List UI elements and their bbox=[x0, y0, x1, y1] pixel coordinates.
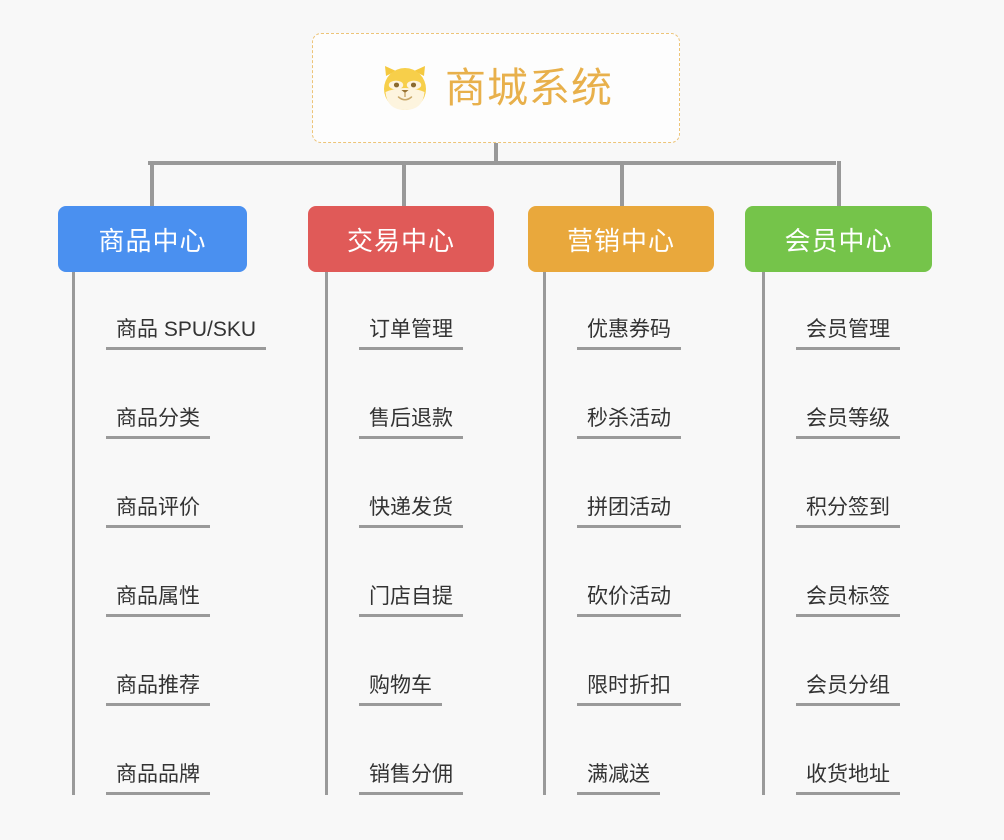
leaf-node[interactable]: 限时折扣 bbox=[577, 674, 681, 706]
branch-header-1[interactable]: 交易中心 bbox=[308, 206, 494, 272]
leaf-node[interactable]: 商品分类 bbox=[106, 407, 210, 439]
leaf-node[interactable]: 优惠券码 bbox=[577, 318, 681, 350]
leaf-label: 商品分类 bbox=[106, 406, 210, 439]
branch-drop-connector-3 bbox=[837, 161, 841, 206]
branch-column-1: 交易中心订单管理售后退款快递发货门店自提购物车销售分佣 bbox=[306, 0, 556, 840]
leaf-label: 商品品牌 bbox=[106, 762, 210, 795]
leaf-label: 商品推荐 bbox=[106, 673, 210, 706]
leaf-node[interactable]: 商品 SPU/SKU bbox=[106, 317, 267, 350]
leaf-label: 积分签到 bbox=[796, 495, 900, 528]
branch-header-label: 会员中心 bbox=[784, 225, 893, 256]
leaf-node[interactable]: 商品属性 bbox=[106, 585, 210, 617]
leaf-label: 商品评价 bbox=[106, 495, 210, 528]
leaf-label: 商品属性 bbox=[106, 584, 210, 617]
leaf-label: 限时折扣 bbox=[577, 673, 681, 706]
leaf-node[interactable]: 购物车 bbox=[359, 674, 442, 706]
horizontal-bus-connector bbox=[148, 161, 836, 165]
branch-drop-connector-1 bbox=[402, 161, 406, 206]
branch-spine-2 bbox=[543, 272, 546, 795]
leaf-node[interactable]: 快递发货 bbox=[359, 496, 463, 528]
leaf-node[interactable]: 砍价活动 bbox=[577, 585, 681, 617]
leaf-label: 门店自提 bbox=[359, 584, 463, 617]
leaf-label: 优惠券码 bbox=[577, 317, 681, 350]
leaf-label: 商品 SPU/SKU bbox=[106, 317, 267, 350]
leaf-label: 拼团活动 bbox=[577, 495, 681, 528]
branch-drop-connector-2 bbox=[620, 161, 624, 206]
branch-header-0[interactable]: 商品中心 bbox=[58, 206, 247, 272]
leaf-label: 销售分佣 bbox=[359, 762, 463, 795]
leaf-node[interactable]: 商品推荐 bbox=[106, 674, 210, 706]
leaf-node[interactable]: 商品评价 bbox=[106, 496, 210, 528]
leaf-node[interactable]: 会员等级 bbox=[796, 407, 900, 439]
leaf-node[interactable]: 会员管理 bbox=[796, 318, 900, 350]
branch-column-3: 会员中心会员管理会员等级积分签到会员标签会员分组收货地址 bbox=[743, 0, 993, 840]
leaf-label: 订单管理 bbox=[359, 317, 463, 350]
leaf-label: 快递发货 bbox=[359, 495, 463, 528]
leaf-label: 会员标签 bbox=[796, 584, 900, 617]
branch-drop-connector-0 bbox=[150, 161, 154, 206]
leaf-label: 售后退款 bbox=[359, 406, 463, 439]
leaf-label: 会员管理 bbox=[796, 317, 900, 350]
leaf-node[interactable]: 收货地址 bbox=[796, 763, 900, 795]
leaf-node[interactable]: 门店自提 bbox=[359, 585, 463, 617]
leaf-node[interactable]: 会员标签 bbox=[796, 585, 900, 617]
shiba-dog-icon bbox=[384, 66, 426, 110]
leaf-node[interactable]: 售后退款 bbox=[359, 407, 463, 439]
branch-column-0: 商品中心商品 SPU/SKU 商品分类商品评价商品属性商品推荐商品品牌 bbox=[56, 0, 306, 840]
leaf-node[interactable]: 拼团活动 bbox=[577, 496, 681, 528]
root-node[interactable]: 商城系统 bbox=[312, 33, 680, 143]
root-title: 商城系统 bbox=[445, 64, 613, 111]
branch-column-2: 营销中心优惠券码秒杀活动拼团活动砍价活动限时折扣满减送 bbox=[526, 0, 776, 840]
branch-spine-1 bbox=[325, 272, 328, 795]
leaf-label: 砍价活动 bbox=[577, 584, 681, 617]
leaf-node[interactable]: 销售分佣 bbox=[359, 763, 463, 795]
branch-header-label: 商品中心 bbox=[98, 225, 207, 256]
branch-spine-0 bbox=[72, 272, 75, 795]
leaf-label: 购物车 bbox=[359, 673, 442, 706]
leaf-label: 收货地址 bbox=[796, 762, 900, 795]
leaf-node[interactable]: 会员分组 bbox=[796, 674, 900, 706]
leaf-node[interactable]: 秒杀活动 bbox=[577, 407, 681, 439]
branch-header-2[interactable]: 营销中心 bbox=[528, 206, 714, 272]
branch-header-label: 交易中心 bbox=[346, 225, 455, 256]
branch-spine-3 bbox=[762, 272, 765, 795]
leaf-label: 秒杀活动 bbox=[577, 406, 681, 439]
leaf-node[interactable]: 积分签到 bbox=[796, 496, 900, 528]
leaf-node[interactable]: 商品品牌 bbox=[106, 763, 210, 795]
leaf-label: 满减送 bbox=[577, 762, 660, 795]
leaf-node[interactable]: 订单管理 bbox=[359, 318, 463, 350]
branch-header-3[interactable]: 会员中心 bbox=[745, 206, 932, 272]
leaf-node[interactable]: 满减送 bbox=[577, 763, 660, 795]
leaf-label: 会员等级 bbox=[796, 406, 900, 439]
leaf-label: 会员分组 bbox=[796, 673, 900, 706]
branch-header-label: 营销中心 bbox=[566, 225, 675, 256]
root-stem-connector bbox=[494, 143, 498, 163]
